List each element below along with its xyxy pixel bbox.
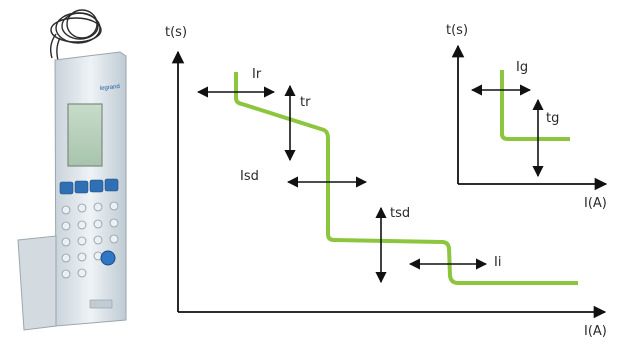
- test-button: [100, 250, 116, 266]
- tr-label: tr: [300, 95, 311, 110]
- tsd-label: tsd: [390, 206, 410, 221]
- main-y-axis-label: t(s): [165, 25, 187, 40]
- lcd-screen: [67, 103, 103, 167]
- mounting-bracket: [17, 235, 57, 331]
- main-trip-curve-chart: t(s) I(A) Ir tr Isd tsd Ii: [165, 25, 607, 339]
- function-keys: [59, 178, 119, 195]
- trip-unit-device: legrand: [17, 9, 127, 331]
- sensor-cable-coil: [49, 9, 102, 61]
- brand-logo: legrand: [100, 84, 121, 92]
- main-x-axis-label: I(A): [584, 324, 607, 339]
- tg-label: tg: [546, 111, 559, 126]
- ig-label: Ig: [516, 60, 528, 75]
- isd-label: Isd: [240, 169, 259, 184]
- inset-x-axis-label: I(A): [584, 196, 607, 211]
- setting-dials: [61, 201, 119, 279]
- ir-label: Ir: [252, 67, 262, 82]
- ground-fault-chart: t(s) I(A) Ig tg: [446, 23, 608, 211]
- ground-fault-curve: [500, 70, 570, 141]
- bottom-slot: [89, 299, 113, 309]
- inset-y-axis-label: t(s): [446, 23, 468, 38]
- ii-label: Ii: [494, 255, 501, 270]
- trip-curve: [234, 72, 578, 285]
